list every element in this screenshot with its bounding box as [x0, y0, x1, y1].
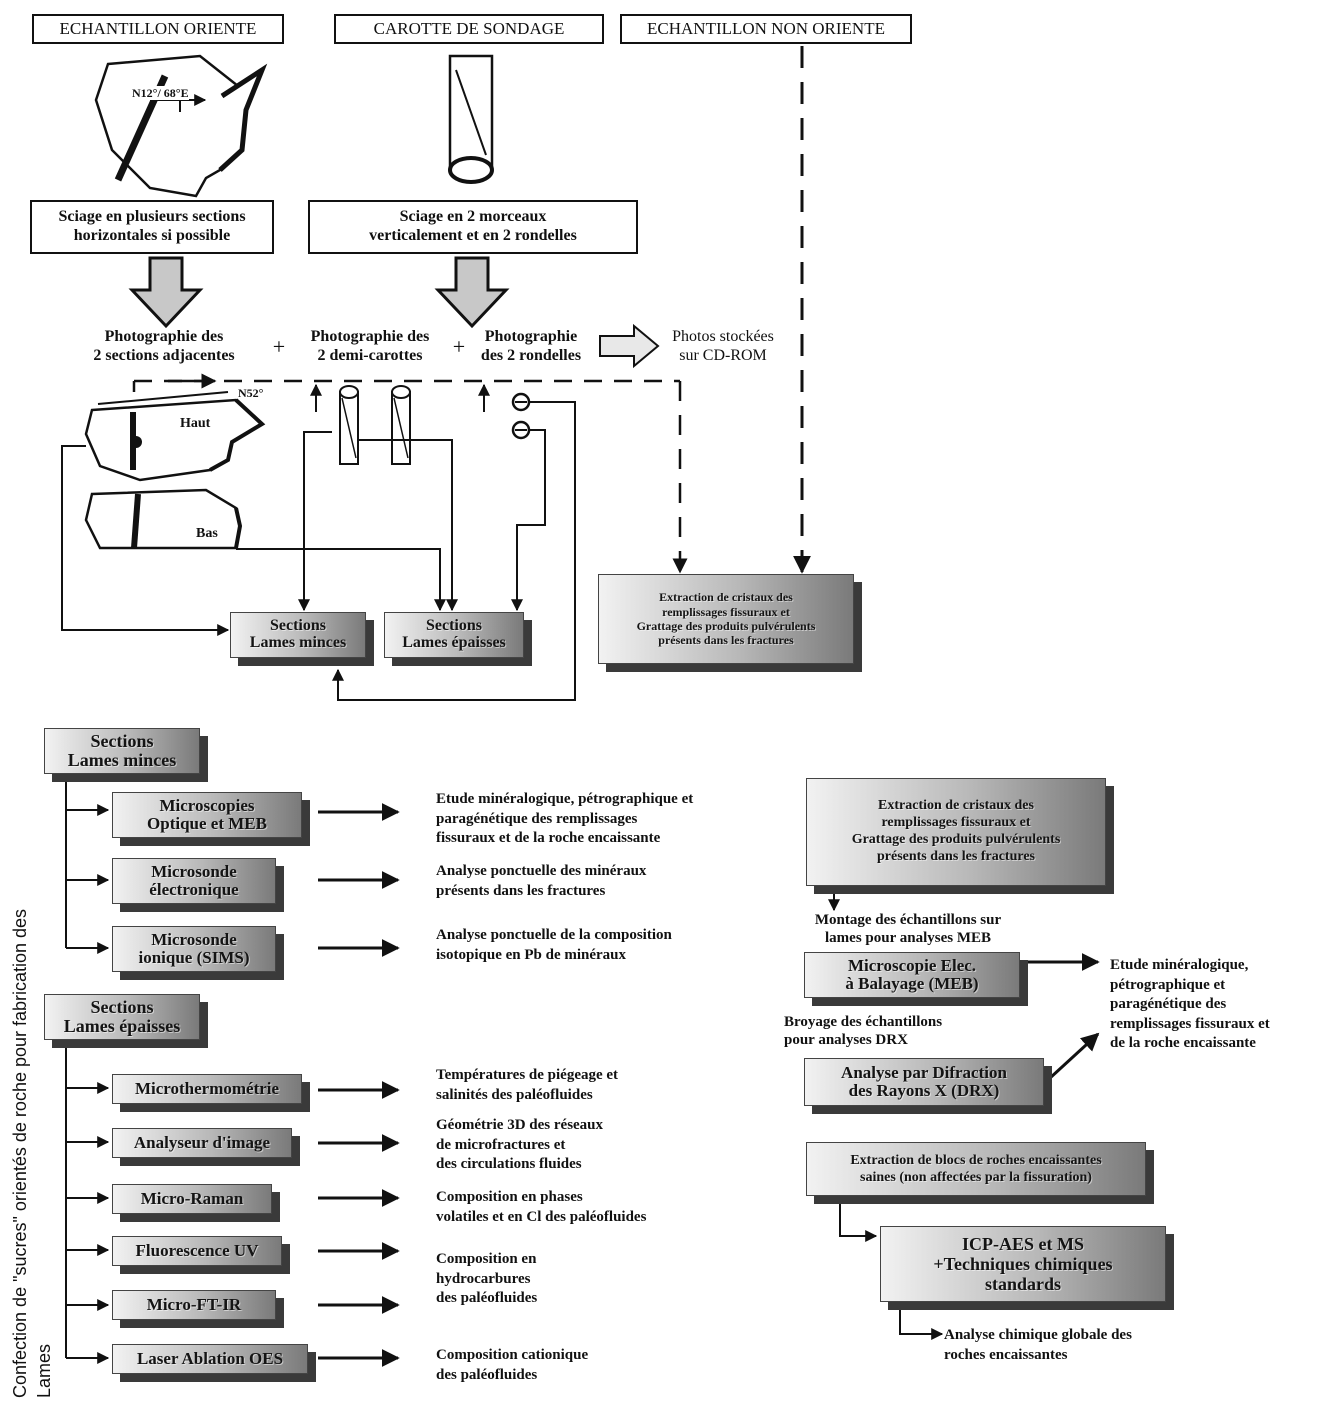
top-section-label: Haut	[180, 416, 211, 431]
thin-sections-box-top: Sections Lames minces	[230, 612, 366, 658]
half-cores	[339, 385, 411, 465]
method-description: Températures de piégeage et salinités de…	[436, 1067, 619, 1103]
header-drill-core: CAROTTE DE SONDAGE	[334, 14, 604, 44]
thick-sections-box-top: Sections Lames épaisses	[384, 612, 524, 658]
extraction-box-top: Extraction de cristaux des remplissages …	[598, 574, 854, 664]
plus-sign-1: +	[272, 334, 286, 359]
saw-sections-box: Sciage en plusieurs sections horizontale…	[30, 200, 274, 254]
section-top-piece	[84, 391, 266, 482]
section-connectors	[61, 401, 576, 701]
photo-discs-label: Photographie des 2 rondelles	[480, 328, 582, 364]
method-description: Etude minéralogique, pétrographique et p…	[436, 791, 694, 846]
method-box: Micro-Raman	[112, 1184, 272, 1214]
drill-core-cylinder	[448, 54, 494, 184]
north-label: N52°	[238, 386, 264, 400]
orientation-label: N12°/ 68°E	[132, 86, 189, 101]
mounting-label: Montage des échantillons sur lames pour …	[814, 912, 1002, 946]
method-description: Géométrie 3D des réseaux de microfractur…	[436, 1117, 604, 1172]
thick-sections-box: Sections Lames épaisses	[44, 994, 200, 1040]
photo-half-cores-label: Photographie des 2 demi-carottes	[310, 328, 430, 364]
down-arrow-sections	[128, 256, 204, 329]
thin-section-tree	[65, 768, 400, 957]
extraction-box: Extraction de cristaux des remplissages …	[806, 778, 1106, 886]
method-box: Microscopies Optique et MEB	[112, 792, 302, 838]
method-box: Microthermométrie	[112, 1074, 302, 1104]
icp-box: ICP-AES et MS +Techniques chimiques stan…	[880, 1226, 1166, 1302]
method-box: Microsonde ionique (SIMS)	[112, 926, 276, 972]
saw-core-box: Sciage en 2 morceaux verticalement et en…	[308, 200, 638, 254]
grinding-label: Broyage des échantillons pour analyses D…	[784, 1014, 943, 1048]
method-description: Composition cationique des paléofluides	[436, 1347, 589, 1383]
down-arrow-core	[434, 256, 510, 329]
block-extraction-box: Extraction de blocs de roches encaissant…	[806, 1142, 1146, 1196]
method-description: Composition en hydrocarbures des paléofl…	[436, 1251, 538, 1306]
method-box: Laser Ablation OES	[112, 1344, 308, 1374]
sem-result-label: Etude minéralogique, pétrographique et p…	[1110, 957, 1270, 1051]
sem-box: Microscopie Elec. à Balayage (MEB)	[804, 952, 1020, 998]
thick-section-tree	[65, 1040, 400, 1367]
section-bottom-piece	[84, 488, 243, 550]
method-box: Fluorescence UV	[112, 1236, 282, 1266]
method-description: Analyse ponctuelle de la composition iso…	[436, 927, 672, 963]
oriented-rock-sample	[94, 54, 268, 198]
thin-sections-box: Sections Lames minces	[44, 728, 200, 774]
vertical-sugar-label: Confection de "sucres" orientés de roche…	[10, 908, 55, 1398]
method-box: Analyseur d'image	[112, 1128, 292, 1158]
photos-stored-label: Photos stockées sur CD-ROM	[672, 328, 774, 364]
photo-dashed-line	[132, 373, 688, 574]
plus-sign-2: +	[452, 334, 466, 359]
method-description: Composition en phases volatiles et en Cl…	[436, 1189, 647, 1225]
header-oriented-sample: ECHANTILLON ORIENTE	[32, 14, 284, 44]
method-description: Analyse ponctuelle des minéraux présents…	[436, 863, 647, 899]
core-discs	[511, 392, 531, 440]
chem-result-label: Analyse chimique globale des roches enca…	[944, 1327, 1132, 1363]
photo-sections-label: Photographie des 2 sections adjacentes	[93, 328, 235, 364]
arrow-to-photos-stored	[599, 323, 660, 369]
method-box: Micro-FT-IR	[112, 1290, 276, 1320]
header-non-oriented-sample: ECHANTILLON NON ORIENTE	[620, 14, 912, 44]
method-box: Microsonde électronique	[112, 858, 276, 904]
bottom-section-label: Bas	[196, 526, 218, 541]
xrd-box: Analyse par Difraction des Rayons X (DRX…	[804, 1058, 1044, 1106]
